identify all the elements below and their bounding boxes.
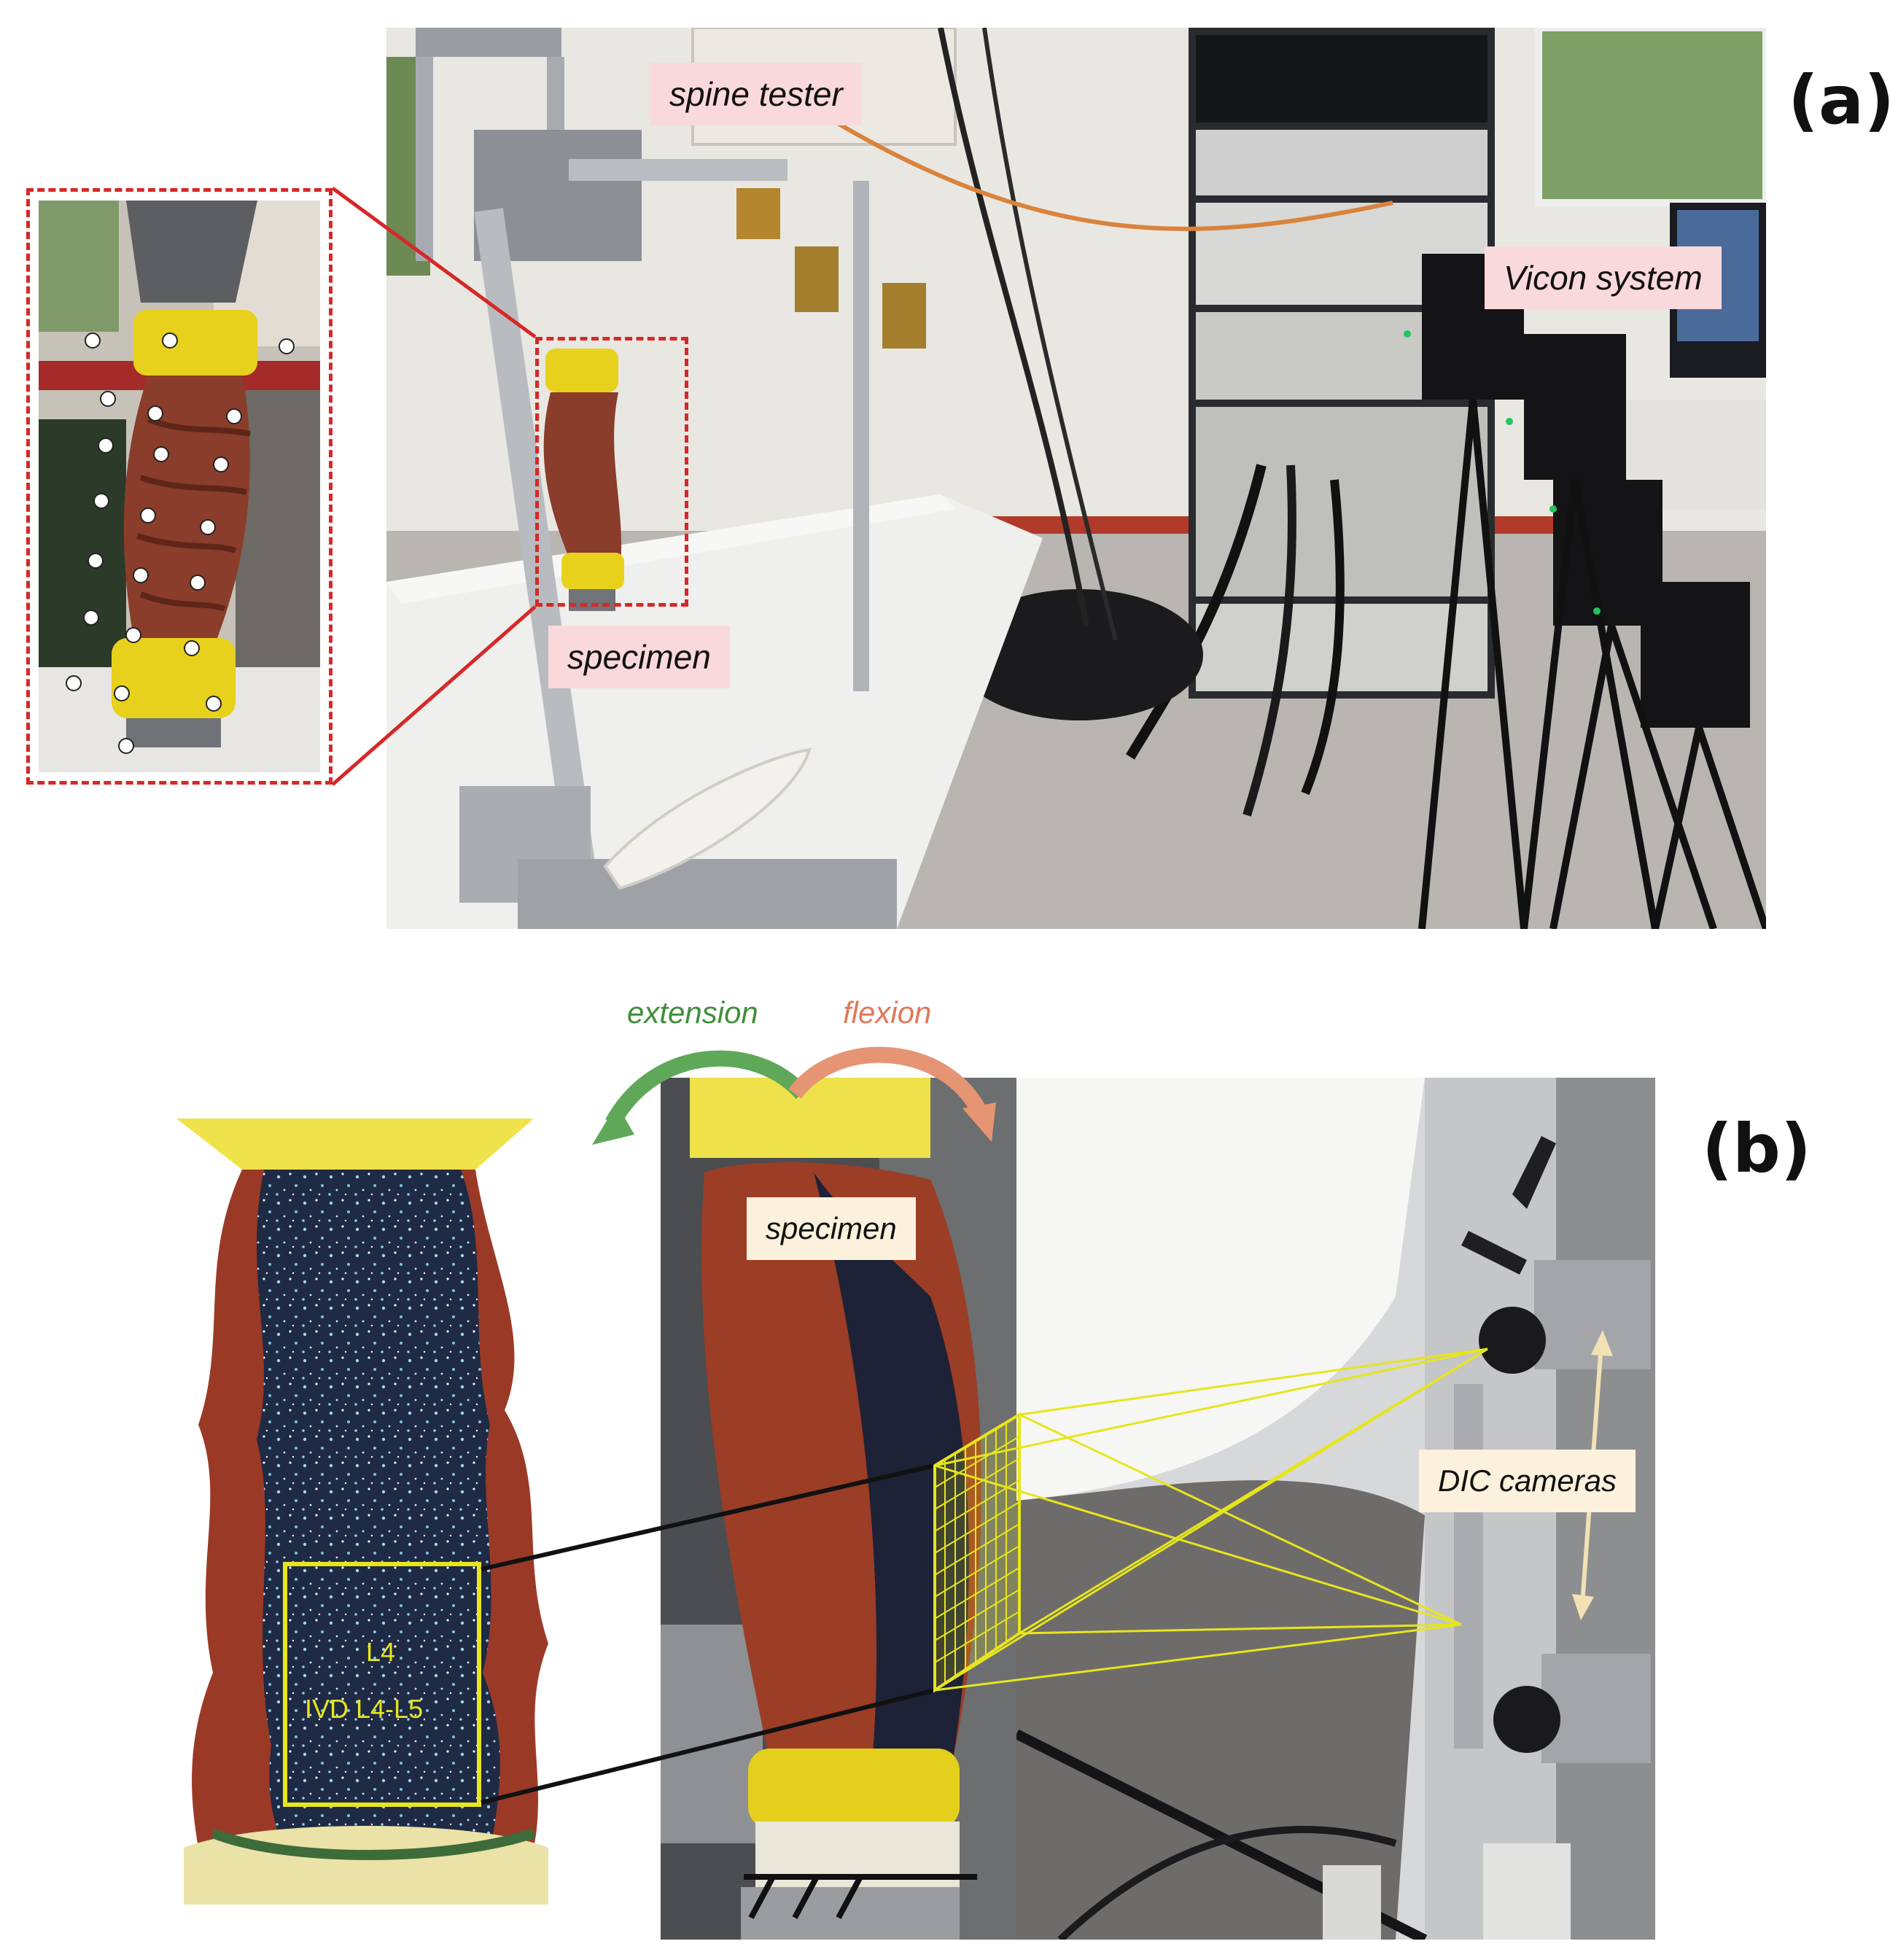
speckle-specimen-photo [169,1119,560,1905]
specimen-inset [26,188,332,785]
roi-label-disc: IVD L4-L5 [305,1694,424,1724]
flexion-label: flexion [843,995,932,1030]
specimen-highlight-box [535,337,688,607]
vicon-system-label: Vicon system [1485,246,1722,309]
spine-tester-label: spine tester [650,63,862,125]
dic-cameras-label: DIC cameras [1419,1450,1636,1512]
roi-box [283,1562,481,1807]
specimen-label-a: specimen [548,626,730,688]
roi-label-vertebra: L4 [366,1637,396,1667]
panel-b-letter: (b) [1702,1110,1811,1188]
panel-a-letter: (a) [1788,61,1890,139]
specimen-label-b: specimen [747,1197,916,1260]
extension-label: extension [627,995,758,1030]
